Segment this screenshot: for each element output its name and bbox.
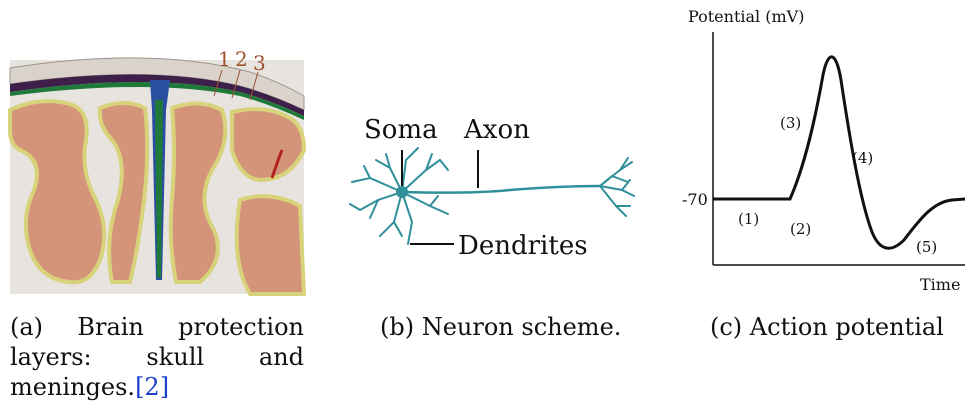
phase-4-label: (4) [852, 149, 873, 167]
caption-b: (b) Neuron scheme. [380, 313, 622, 341]
citation-link[interactable]: [2] [135, 373, 170, 401]
caption-a: (a) Brain protection layers: skull and m… [10, 312, 304, 402]
dendrites-label: Dendrites [458, 231, 588, 261]
neuron-illustration: Soma Axon Dendrites [349, 115, 635, 261]
caption-c: (c) Action potential [710, 313, 944, 341]
x-axis-label: Time [920, 275, 960, 294]
figure-b: Soma Axon Dendrites (b) Neuron scheme. [330, 0, 650, 408]
resting-tick-label: -70 [682, 190, 708, 209]
potential-curve [713, 55, 965, 250]
soma-label: Soma [364, 115, 438, 145]
action-potential-plot: Potential (mV) Time -70 (1) (2) (3) (4) … [682, 7, 965, 294]
phase-3-label: (3) [780, 114, 801, 132]
layer-label-1: 1 [218, 47, 231, 71]
caption-a-line2: layers: skull and [10, 343, 304, 371]
caption-a-line1: (a) Brain protection [10, 313, 304, 341]
soma-body [396, 186, 408, 198]
brain-layers-illustration: 1 2 3 [8, 47, 307, 296]
layer-label-3: 3 [253, 51, 266, 75]
phase-1-label: (1) [738, 210, 759, 228]
figure-a: 1 2 3 (a) Brain protection layers: skull… [0, 0, 320, 408]
caption-a-line3: meninges.[2] [10, 373, 170, 401]
axon-label: Axon [463, 115, 530, 145]
phase-5-label: (5) [916, 238, 937, 256]
figure-c: Potential (mV) Time -70 (1) (2) (3) (4) … [660, 0, 965, 408]
phase-2-label: (2) [790, 220, 811, 238]
layer-label-2: 2 [235, 47, 248, 71]
y-axis-label: Potential (mV) [688, 7, 804, 26]
